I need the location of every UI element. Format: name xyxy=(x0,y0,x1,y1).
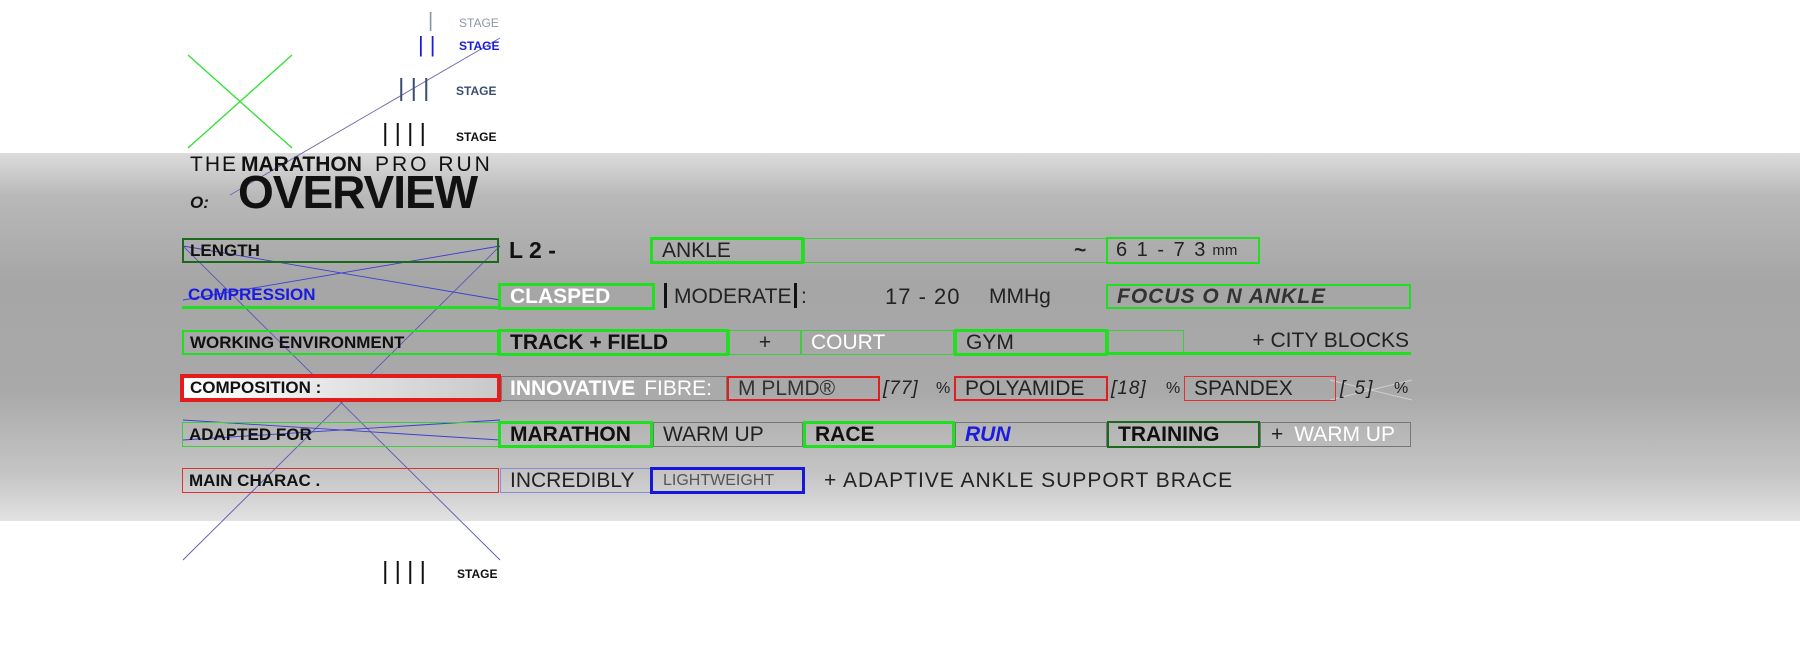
composition-fibre: INNOVATIVE xyxy=(510,376,636,400)
adapted-label: ADAPTED FOR xyxy=(182,422,499,447)
environment-city: + CITY BLOCKS xyxy=(1184,330,1411,355)
composition-pct-3: % xyxy=(1394,379,1409,397)
environment-plus: + xyxy=(729,330,801,355)
stage-bars-5: |||| xyxy=(382,557,432,585)
stage-bars-1: | xyxy=(428,10,440,32)
environment-court: COURT xyxy=(801,330,954,355)
composition-label: COMPOSITION : xyxy=(180,374,501,402)
composition-spandex: SPANDEX xyxy=(1184,376,1336,401)
adapted-run: RUN xyxy=(955,422,1107,447)
adapted-warmup-2: WARM UP xyxy=(1294,422,1395,446)
stage-label-3: STAGE xyxy=(456,84,497,98)
environment-gym: GYM xyxy=(954,329,1108,356)
adapted-marathon: MARATHON xyxy=(498,421,653,448)
compression-moderate: MODERATE xyxy=(674,284,792,308)
charac-support: + ADAPTIVE ANKLE SUPPORT BRACE xyxy=(824,468,1234,492)
adapted-warmup-1: WARM UP xyxy=(653,422,803,447)
environment-label: WORKING ENVIRONMENT xyxy=(182,330,499,355)
stage-bars-2: || xyxy=(418,32,442,57)
length-code: L 2 - xyxy=(509,238,556,263)
composition-polyamide-pct: [18] xyxy=(1111,377,1147,399)
length-range: 6 1 - 7 3 xyxy=(1116,239,1208,261)
stage-bars-3: ||| xyxy=(398,74,436,102)
page-title: OVERVIEW xyxy=(238,166,478,218)
compression-mmhg: 17 - 20 xyxy=(885,284,961,309)
compression-divider-1 xyxy=(664,283,667,308)
header-the: THE xyxy=(190,153,238,176)
stage-label-4: STAGE xyxy=(456,130,497,144)
compression-focus: FOCUS O N ANKLE xyxy=(1106,284,1411,309)
composition-polyamide: POLYAMIDE xyxy=(954,376,1108,401)
composition-fibre-2: FIBRE: xyxy=(644,376,712,400)
length-spacer xyxy=(804,238,1108,263)
gray-band xyxy=(0,153,1800,521)
charac-label: MAIN CHARAC . xyxy=(182,468,499,493)
stage-bars-4: |||| xyxy=(382,119,432,147)
length-range-box: 6 1 - 7 3 mm xyxy=(1106,237,1260,264)
header-marathon: MARATHON xyxy=(241,153,362,176)
header-pro-run: PRO RUN xyxy=(375,153,493,176)
composition-fibre-box: INNOVATIVE FIBRE: xyxy=(501,376,727,401)
adapted-race: RACE xyxy=(803,421,955,448)
compression-label: COMPRESSION xyxy=(182,284,499,309)
compression-divider-2 xyxy=(794,283,797,308)
stage-label-1: STAGE xyxy=(459,16,499,30)
adapted-plus: + xyxy=(1271,422,1284,446)
adapted-warmup-box: + WARM UP xyxy=(1260,422,1411,447)
compression-mmhg-unit: MMHg xyxy=(989,284,1051,308)
composition-pct-1: % xyxy=(936,379,951,397)
charac-lightweight: LIGHTWEIGHT xyxy=(650,467,805,494)
environment-spacer xyxy=(1108,330,1184,355)
stage-label-5: STAGE xyxy=(457,567,498,581)
length-tilde: ~ xyxy=(1074,238,1087,262)
length-ankle: ANKLE xyxy=(650,237,804,264)
composition-m-plmd: M PLMD® xyxy=(727,376,880,401)
stage-label-2: STAGE xyxy=(459,39,500,53)
composition-m-plmd-pct: [77] xyxy=(883,377,919,399)
adapted-training: TRAINING xyxy=(1107,421,1260,448)
charac-incredibly: INCREDIBLY xyxy=(500,468,651,493)
compression-clasped: CLASPED xyxy=(498,283,655,310)
composition-spandex-pct: [ 5] xyxy=(1340,377,1375,399)
compression-colon: : xyxy=(801,284,807,308)
length-unit: mm xyxy=(1212,242,1238,259)
composition-pct-2: % xyxy=(1166,379,1181,397)
header-o: O: xyxy=(190,193,209,212)
environment-track: TRACK + FIELD xyxy=(498,329,729,356)
length-label: LENGTH xyxy=(182,238,499,263)
